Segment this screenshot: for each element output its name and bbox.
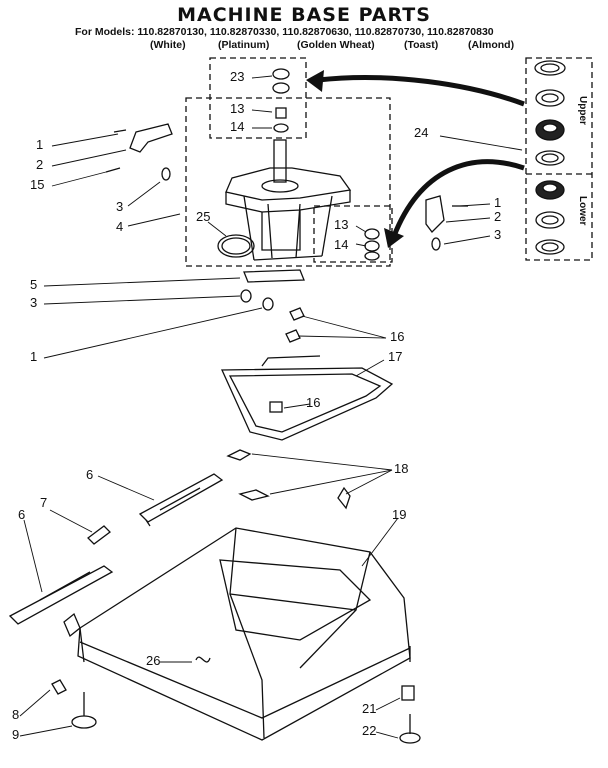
callout-4: 4 bbox=[116, 219, 124, 234]
callout-18: 18 bbox=[394, 461, 409, 476]
callout-5: 5 bbox=[30, 277, 38, 292]
color-white: (White) bbox=[150, 39, 186, 51]
callout-17: 17 bbox=[388, 349, 403, 364]
callout-16: 16 bbox=[390, 329, 405, 344]
base-frame-19 bbox=[63, 527, 411, 741]
callout-7: 7 bbox=[40, 495, 48, 510]
callout-14: 14 bbox=[334, 237, 349, 252]
callout-1: 1 bbox=[494, 195, 502, 210]
callout-23: 23 bbox=[230, 69, 245, 84]
callout-1: 1 bbox=[30, 349, 38, 364]
color-toast: (Toast) bbox=[404, 39, 439, 51]
callout-9: 9 bbox=[12, 727, 20, 742]
callout-13: 13 bbox=[334, 217, 349, 232]
callout-14: 14 bbox=[230, 119, 245, 134]
callout-13: 13 bbox=[230, 101, 245, 116]
callout-16: 16 bbox=[306, 395, 321, 410]
callout-2: 2 bbox=[36, 157, 44, 172]
callout-25: 25 bbox=[196, 209, 211, 224]
color-platinum: (Platinum) bbox=[218, 39, 270, 51]
lower-kit-label: Lower bbox=[577, 196, 588, 226]
callout-3: 3 bbox=[494, 227, 502, 242]
upper-bearing-icons bbox=[534, 60, 566, 166]
lower-bearing-icons bbox=[535, 180, 565, 255]
upper-kit-label: Upper bbox=[577, 96, 588, 125]
callout-1: 1 bbox=[36, 137, 44, 152]
gearcase-assembly bbox=[225, 139, 352, 261]
callout-15: 15 bbox=[30, 177, 45, 192]
color-golden-wheat: (Golden Wheat) bbox=[297, 39, 375, 51]
drive-assembly-box bbox=[185, 97, 391, 267]
model-numbers: For Models: 110.82870130, 110.82870330, … bbox=[75, 26, 494, 38]
callout-3: 3 bbox=[116, 199, 124, 214]
callout-21: 21 bbox=[362, 701, 377, 716]
callout-6: 6 bbox=[86, 467, 94, 482]
color-almond: (Almond) bbox=[468, 39, 515, 51]
callout-8: 8 bbox=[12, 707, 20, 722]
callout-6: 6 bbox=[18, 507, 26, 522]
callout-2: 2 bbox=[494, 209, 502, 224]
bearing-kit-box bbox=[525, 57, 593, 261]
frame-17 bbox=[220, 355, 394, 441]
callout-22: 22 bbox=[362, 723, 377, 738]
callout-26: 26 bbox=[146, 653, 161, 668]
callout-19: 19 bbox=[392, 507, 407, 522]
callout-3: 3 bbox=[30, 295, 38, 310]
callout-24: 24 bbox=[414, 125, 429, 140]
page-title: MACHINE BASE PARTS bbox=[177, 4, 431, 26]
